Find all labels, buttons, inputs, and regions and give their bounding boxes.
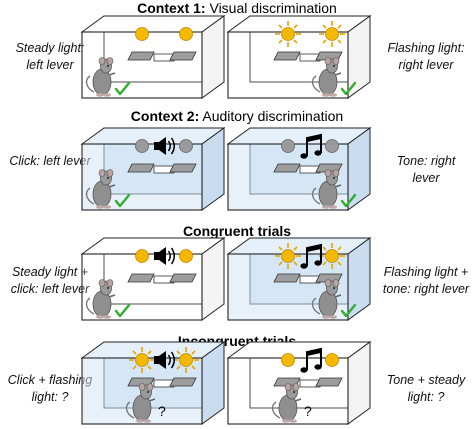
heading-context-1: Context 1: Visual discrimination (137, 0, 337, 16)
lever-icon (273, 51, 301, 61)
lever-icon (273, 273, 301, 283)
label-row2-left: Click: left lever (9, 154, 91, 168)
lever-icon (127, 273, 155, 283)
box-row2-right (226, 127, 372, 211)
label-row1-left: Steady light:left lever (15, 41, 85, 72)
light-steady-icon (179, 27, 193, 41)
light-steady-icon (281, 353, 295, 367)
box-row2-left (80, 127, 226, 211)
question-mark: ? (304, 403, 312, 419)
lever-icon (169, 377, 197, 387)
lever-icon (169, 273, 197, 283)
box-row3-right (226, 237, 372, 321)
lever-icon (127, 51, 155, 61)
heading-congruent: Congruent trials (182, 223, 292, 239)
light-off-icon (179, 139, 193, 153)
box-row3-left (80, 237, 226, 321)
light-steady-icon (325, 353, 339, 367)
light-off-icon (325, 139, 339, 153)
light-off-icon (281, 139, 295, 153)
box-row1-right (226, 15, 372, 99)
lever-icon (127, 163, 155, 173)
question-mark: ? (158, 403, 166, 419)
label-row3-right: Flashing light +tone: right lever (382, 265, 470, 296)
box-row1-left (80, 15, 226, 99)
light-off-icon (135, 139, 149, 153)
lever-icon (169, 163, 197, 173)
lever-icon (169, 51, 197, 61)
light-steady-icon (135, 27, 149, 41)
lever-icon (273, 163, 301, 173)
label-row3-left: Steady light +click: left lever (10, 265, 90, 296)
label-row1-right: Flashing light:right lever (387, 41, 465, 72)
heading-context-2: Context 2: Auditory discrimination (130, 108, 344, 124)
light-steady-icon (135, 249, 149, 263)
light-steady-icon (179, 249, 193, 263)
box-row4-right: ? (226, 341, 372, 425)
lever-icon (315, 377, 343, 387)
box-row4-left: ? (80, 341, 226, 425)
